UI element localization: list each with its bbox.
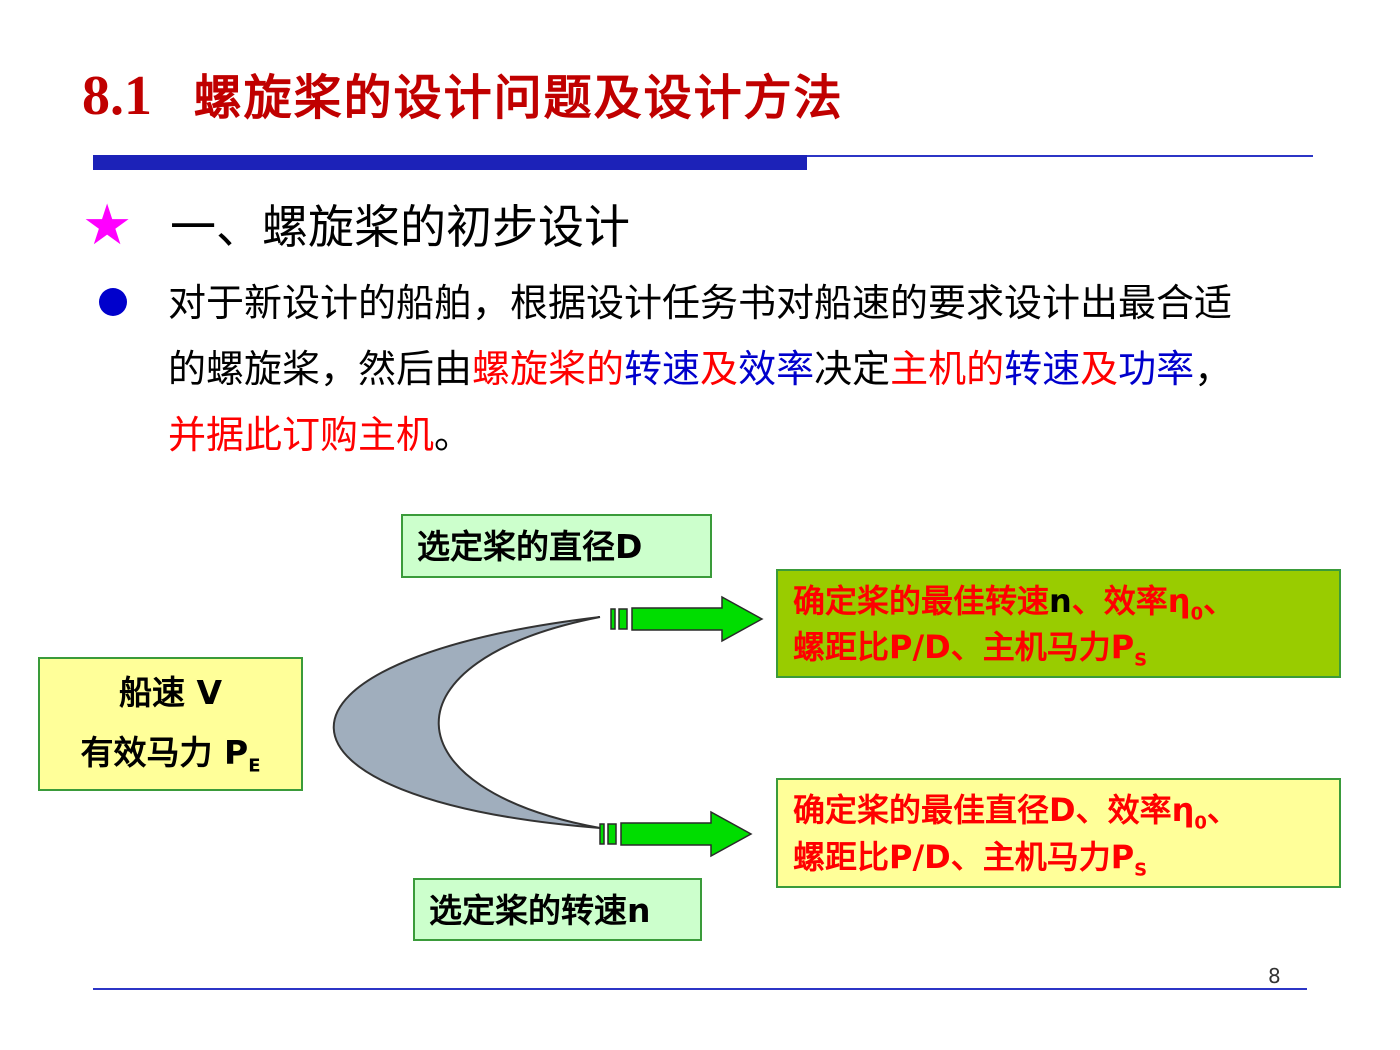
para-highlight-red: 螺旋桨的 bbox=[472, 347, 625, 391]
para-text: 决定 bbox=[814, 347, 891, 391]
para-highlight-red: 及 bbox=[700, 347, 739, 391]
result-top-line2: 螺距比P/D、主机马力PS bbox=[793, 628, 1148, 671]
option-speed-label: 选定桨的转速n bbox=[429, 891, 651, 930]
option-speed-box: 选定桨的转速n bbox=[413, 878, 702, 941]
result-bottom-box: 确定桨的最佳直径D、效率η0、 螺距比P/D、主机马力PS bbox=[776, 778, 1341, 888]
option-diameter-label: 选定桨的直径D bbox=[417, 527, 643, 566]
result-bottom-line2: 螺距比P/D、主机马力PS bbox=[793, 838, 1148, 881]
para-highlight-blue: 功率 bbox=[1118, 347, 1195, 391]
para-highlight-red: 及 bbox=[1080, 347, 1119, 391]
title-text: 螺旋桨的设计问题及设计方法 bbox=[193, 70, 844, 126]
slide-title: 8.1 螺旋桨的设计问题及设计方法 bbox=[82, 58, 844, 128]
para-text: 对于新设计的船舶，根据设计任务书对船速的要求设计出最合适的螺旋桨，然后由 bbox=[168, 281, 1233, 391]
star-icon: ★ bbox=[82, 193, 133, 258]
crescent-shape bbox=[332, 616, 601, 829]
result-bottom-line1: 确定桨的最佳直径D、效率η0、 bbox=[793, 791, 1239, 834]
title-underline-thick bbox=[93, 155, 807, 170]
bullet-icon bbox=[99, 288, 127, 316]
para-highlight-blue: 转速 bbox=[1004, 347, 1081, 391]
para-text: 。 bbox=[434, 413, 473, 457]
bullet-paragraph: 对于新设计的船舶，根据设计任务书对船速的要求设计出最合适的螺旋桨，然后由螺旋桨的… bbox=[168, 270, 1268, 468]
para-highlight-red: 并据此订购主机 bbox=[168, 413, 435, 457]
para-highlight-blue: 转速 bbox=[624, 347, 701, 391]
arrow-bottom bbox=[599, 810, 753, 858]
arrow-top bbox=[610, 595, 764, 643]
ship-speed-label: 船速 V bbox=[118, 673, 223, 712]
result-top-box: 确定桨的最佳转速n、效率η0、 螺距比P/D、主机马力PS bbox=[776, 569, 1341, 678]
para-highlight-blue: 效率 bbox=[738, 347, 815, 391]
page-number: 8 bbox=[1268, 964, 1281, 988]
footer-line bbox=[93, 988, 1307, 990]
section-heading: 一、螺旋桨的初步设计 bbox=[170, 200, 630, 254]
para-highlight-red: 主机的 bbox=[890, 347, 1005, 391]
option-diameter-box: 选定桨的直径D bbox=[401, 514, 712, 578]
para-text: ， bbox=[1194, 347, 1233, 391]
input-box: 船速 V 有效马力 PE bbox=[38, 657, 303, 791]
effective-power-label: 有效马力 PE bbox=[80, 733, 261, 777]
result-top-line1: 确定桨的最佳转速n、效率η0、 bbox=[793, 582, 1236, 625]
title-number: 8.1 bbox=[82, 65, 152, 127]
